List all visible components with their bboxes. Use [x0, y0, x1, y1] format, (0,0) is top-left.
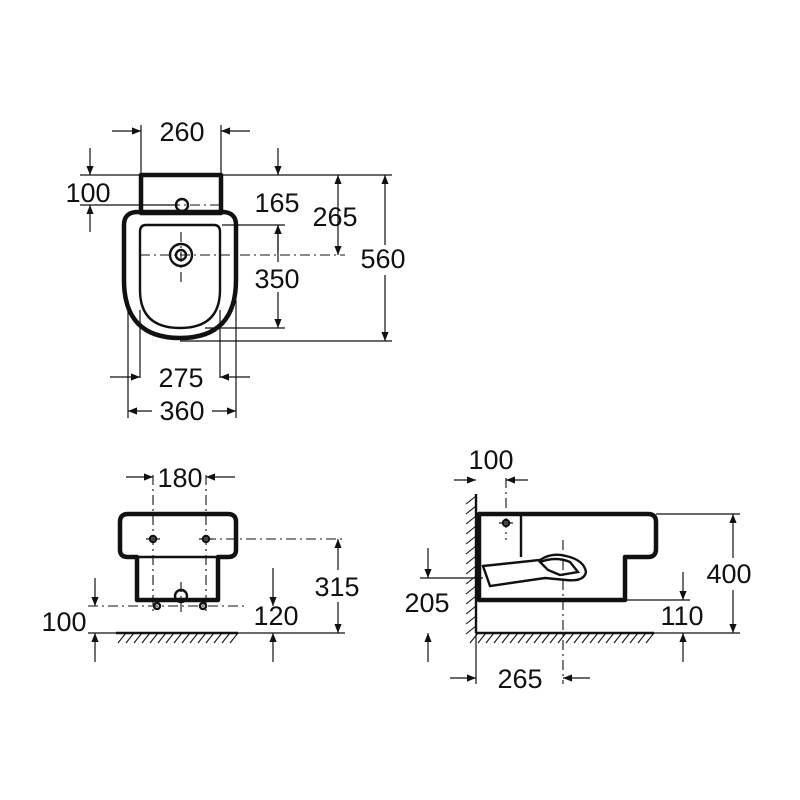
dim-180-label: 180 [157, 463, 202, 493]
dim-110-label: 110 [660, 601, 703, 631]
dim-165-label: 165 [254, 188, 299, 218]
dim-265-top-label: 265 [312, 202, 357, 232]
dim-315-label: 315 [314, 572, 359, 602]
top-view-bowl-outline [121, 209, 239, 341]
front-view: 180 315 120 100 [41, 463, 360, 662]
dim-400-label: 400 [706, 559, 751, 589]
side-view-bowl-outline [476, 511, 659, 603]
dim-275-label: 275 [158, 363, 203, 393]
side-view-trap [481, 553, 588, 588]
dim-100-side-label: 100 [468, 445, 513, 475]
front-view-bowl-outline [117, 511, 239, 603]
side-view-floor-hatch [469, 632, 655, 644]
dim-100-tank-label: 100 [65, 178, 110, 208]
dim-120-label: 120 [253, 601, 298, 631]
dim-560-label: 560 [360, 244, 405, 274]
top-view-basin-outline [138, 223, 222, 330]
top-view-tank-outline [138, 172, 224, 216]
dim-360-label: 360 [159, 396, 204, 426]
dim-265-side-label: 265 [497, 664, 542, 694]
dim-205-label: 205 [404, 588, 449, 618]
dim-350-label: 350 [254, 264, 299, 294]
dim-260-label: 260 [159, 117, 204, 147]
side-view-wall-hatch [465, 495, 477, 635]
front-view-floor-hatch [117, 632, 239, 644]
dim-100-front-label: 100 [41, 607, 86, 637]
top-view: 260 100 165 265 560 350 275 360 [65, 117, 405, 426]
side-view: 100 400 205 110 265 [404, 445, 751, 694]
